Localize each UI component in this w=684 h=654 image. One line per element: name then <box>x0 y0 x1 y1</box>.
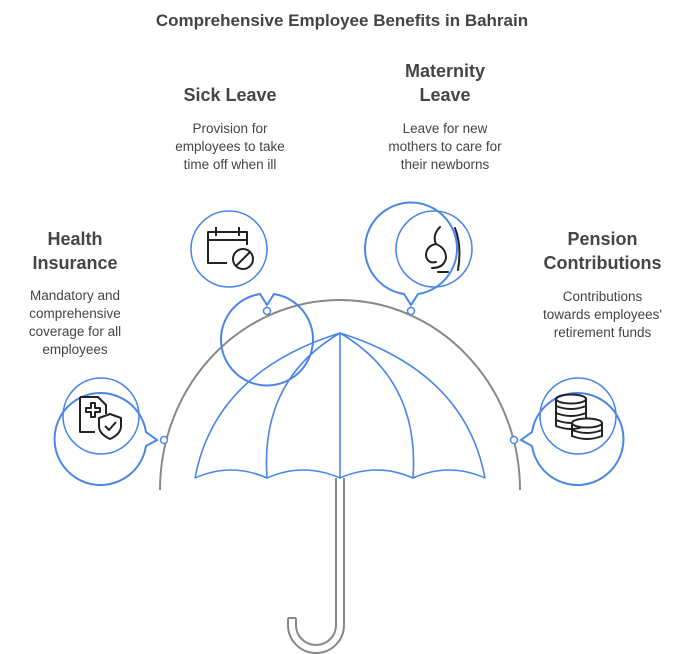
health-insurance-description: Mandatory and comprehensive coverage for… <box>28 288 122 357</box>
maternity-leave-bubble <box>364 201 473 307</box>
maternity-leave-description: Leave for new mothers to care for their … <box>388 121 502 172</box>
sick-leave-connector-dot <box>262 306 272 316</box>
pension-bubble <box>519 377 625 486</box>
maternity-leave-heading: Maternity Leave <box>404 61 485 105</box>
sick-leave-description: Provision for employees to take time off… <box>175 121 285 172</box>
page-title: Comprehensive Employee Benefits in Bahra… <box>155 11 529 30</box>
calendar-cancel-icon <box>207 227 254 270</box>
pregnant-woman-icon <box>424 226 461 273</box>
pension-description: Contributions towards employees' retirem… <box>543 289 662 340</box>
umbrella-canopy <box>194 332 486 479</box>
maternity-connector-dot <box>406 306 416 316</box>
health-insurance-heading: Health Insurance <box>32 229 118 273</box>
health-insurance-bubble <box>53 377 159 486</box>
sick-leave-heading: Sick Leave <box>183 85 277 105</box>
umbrella-outer-arc <box>159 299 521 491</box>
sick-leave-bubble <box>190 210 314 387</box>
coin-stack-icon <box>555 393 603 440</box>
pension-connector-dot <box>509 435 519 445</box>
umbrella-handle <box>287 478 345 654</box>
health-connector-dot <box>159 435 169 445</box>
pension-heading: Pension Contributions <box>543 229 662 273</box>
health-insurance-icon <box>79 396 122 440</box>
